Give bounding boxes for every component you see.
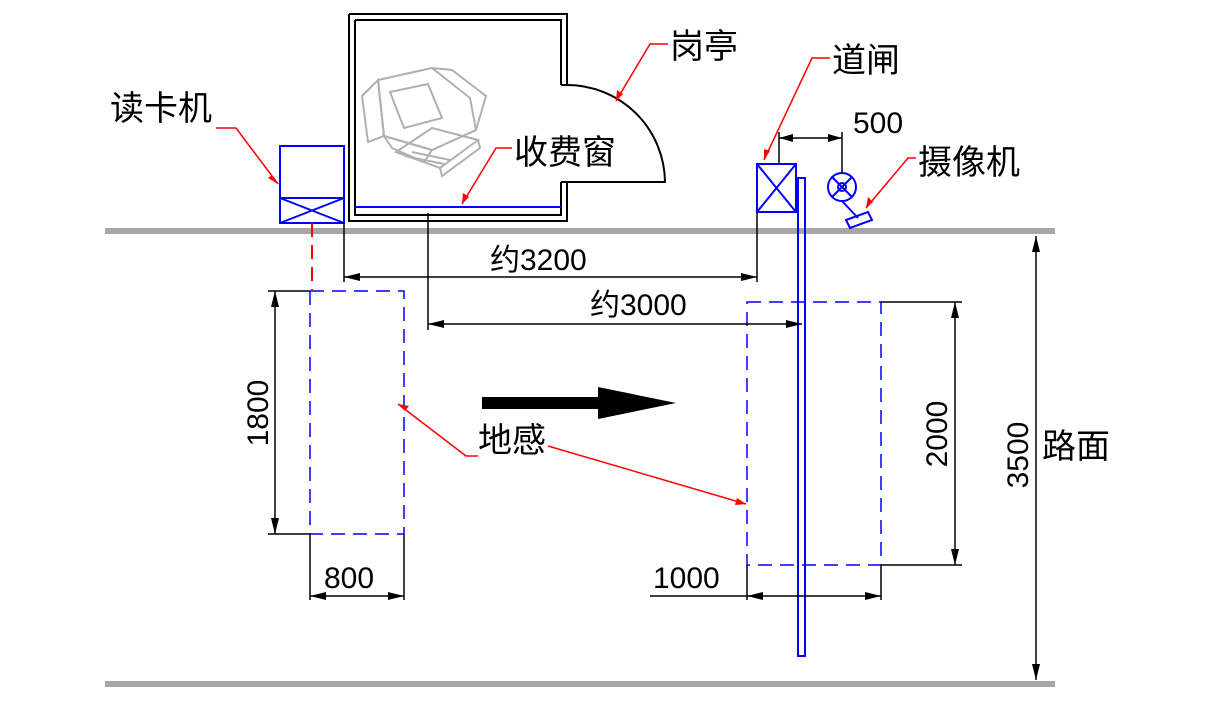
dim-3500-label: 3500 (1002, 422, 1035, 489)
dimension-arrowheads (271, 134, 1040, 680)
dim-500-label: 500 (853, 107, 903, 140)
dim-3000-label: 约3000 (590, 289, 687, 322)
dim-3200-label: 约3200 (490, 244, 587, 277)
toll-window-label: 收费窗 (514, 133, 616, 173)
booth-label: 岗亭 (670, 27, 738, 67)
loop-sensor-left (309, 290, 405, 535)
loop-sensor-right (746, 301, 882, 566)
dim-1000-label: 1000 (653, 562, 720, 595)
barrier-gate (756, 163, 806, 657)
leader-lines (216, 43, 916, 505)
dim-800-label: 800 (324, 562, 374, 595)
leader-arrowheads (268, 90, 873, 505)
road-surface-label: 路面 (1042, 427, 1110, 467)
booth (348, 13, 667, 222)
camera-icon (827, 172, 874, 230)
traffic-direction-arrow (482, 387, 676, 419)
dim-2000-label: 2000 (921, 401, 954, 468)
dimension-lines (268, 132, 1037, 680)
dim-1800-label: 1800 (242, 380, 275, 447)
computer-icon (360, 66, 488, 178)
loop-sensor-label: 地感 (478, 421, 546, 461)
card-reader (279, 145, 345, 224)
camera-label: 摄像机 (918, 143, 1020, 183)
card-reader-label: 读卡机 (110, 89, 212, 129)
barrier-label: 道闸 (832, 41, 900, 81)
